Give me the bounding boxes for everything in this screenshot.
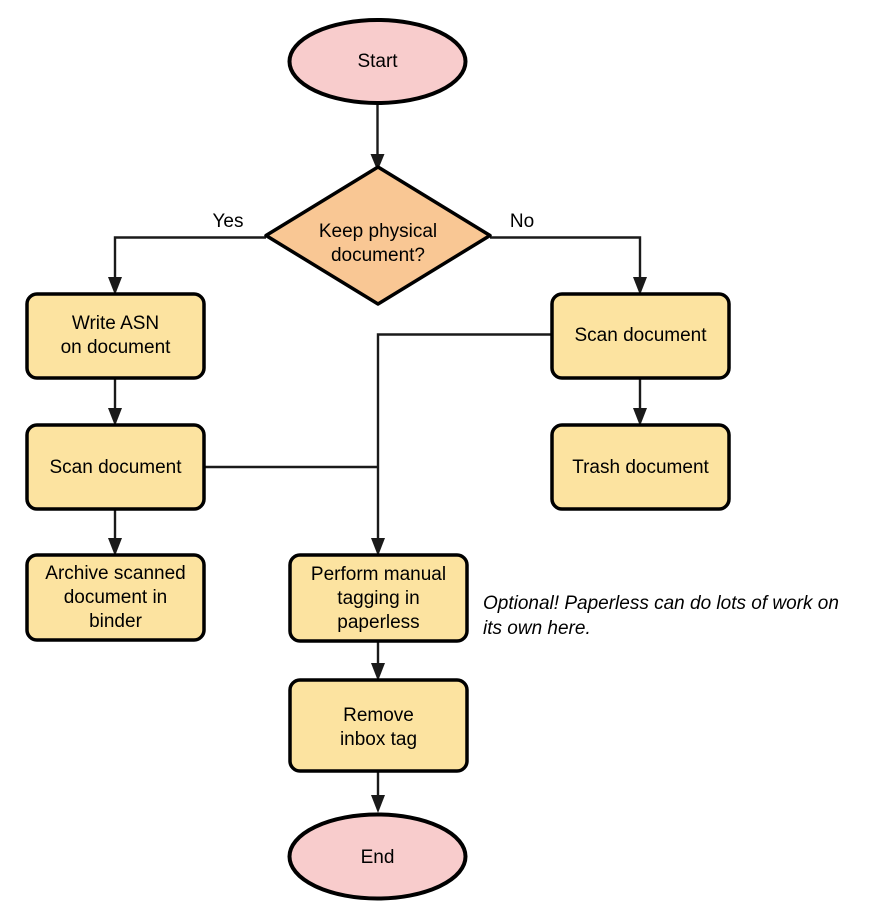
decision-label-line1: Keep physical [319,221,437,242]
scan-document-right-label: Scan document [574,325,707,346]
edge-label-yes: Yes [213,211,244,232]
end-label: End [361,847,395,868]
node-perform-manual-tagging[interactable]: Perform manual tagging in paperless [288,553,469,643]
node-remove-inbox-tag[interactable]: Remove inbox tag [288,678,469,773]
node-start[interactable]: Start [287,18,468,105]
edge-scan-right-to-trash [633,378,647,426]
remove-inbox-tag-box[interactable] [288,678,469,773]
node-archive-scanned-document[interactable]: Archive scanned document in binder [25,553,206,642]
tagging-label-line2: tagging in [337,588,419,609]
edge-write-asn-to-scan-left [108,378,122,426]
edge-decision-yes-to-write-asn [108,236,266,295]
node-write-asn-on-document[interactable]: Write ASN on document [25,292,206,380]
arrow-head [108,277,122,295]
write-asn-label-line1: Write ASN [72,313,159,334]
edge-line [490,236,642,283]
archive-box[interactable] [25,553,206,642]
arrow-head [633,408,647,426]
edge-scan-right-to-tagging [371,333,552,556]
edge-scan-left-to-archive [108,510,122,556]
arrow-head [108,408,122,426]
end-ellipse[interactable] [287,812,468,901]
arrow-head [633,277,647,295]
remove-inbox-label-line2: inbox tag [340,729,417,750]
annotation-optional-paperless: Optional! Paperless can do lots of work … [483,593,839,639]
annotation-line2: its own here. [483,618,591,639]
archive-label-line3: binder [89,611,142,632]
write-asn-box[interactable] [25,292,206,380]
tagging-label-line3: paperless [337,612,419,633]
arrow-head [370,154,385,171]
trash-document-box[interactable] [550,423,731,511]
annotation-line1: Optional! Paperless can do lots of work … [483,593,839,614]
node-trash-document[interactable]: Trash document [550,423,731,511]
arrow-head [371,795,385,813]
trash-document-label: Trash document [572,457,709,478]
start-label: Start [357,51,398,72]
scan-document-right-box[interactable] [550,292,731,380]
start-ellipse[interactable] [287,18,468,105]
scan-document-left-label: Scan document [49,457,182,478]
node-scan-document-right[interactable]: Scan document [550,292,731,380]
decision-diamond[interactable] [264,165,492,306]
node-scan-document-left[interactable]: Scan document [25,423,206,511]
edge-line [113,236,266,283]
archive-label-line2: document in [64,587,168,608]
decision-label-line2: document? [331,245,425,266]
scan-document-left-box[interactable] [25,423,206,511]
arrow-head [108,538,122,556]
tagging-label-line1: Perform manual [311,564,446,585]
tagging-box[interactable] [288,553,469,643]
node-decision-keep-physical-document[interactable]: Keep physical document? [264,165,492,306]
write-asn-label-line2: on document [61,337,172,358]
arrow-head [371,663,385,681]
archive-label-line1: Archive scanned [45,563,185,584]
edge-line [376,333,552,544]
edge-label-no: No [510,211,534,232]
edge-tagging-to-remove-inbox [371,641,385,681]
remove-inbox-label-line1: Remove [343,705,414,726]
arrow-head [371,538,385,556]
edge-remove-inbox-to-end [371,771,385,813]
edge-start-to-decision [370,103,385,171]
node-end[interactable]: End [287,812,468,901]
edge-decision-no-to-scan-right [490,236,647,295]
